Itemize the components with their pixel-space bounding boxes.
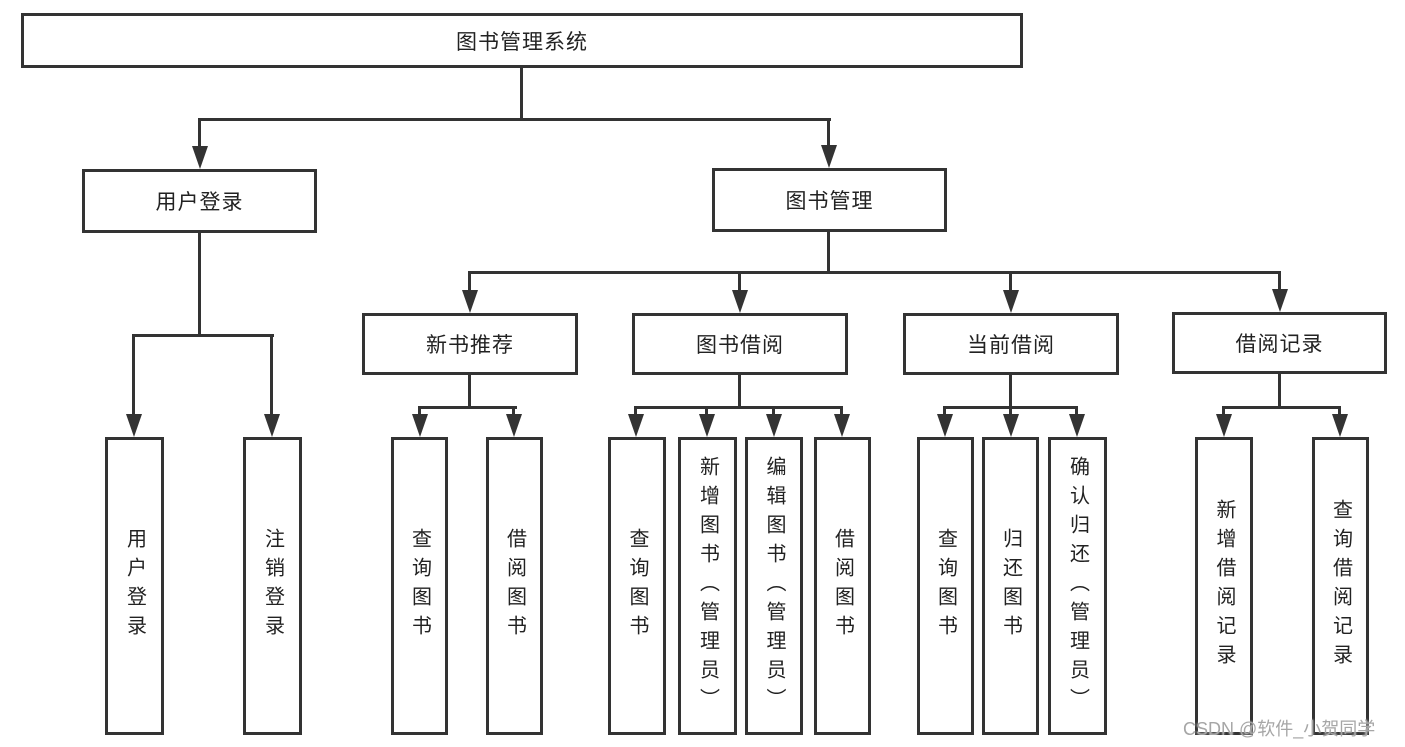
node-label: 查询图书 [934,528,957,644]
connector-current-borrow-trunk [1009,374,1012,408]
connector-book-management-crossbar [468,271,1281,274]
node-label: 查询图书 [408,528,431,644]
leaf-borrow-borrow-book: 借阅图书 [814,437,871,735]
arrow-head-borrow-records [1272,289,1288,312]
arrow-head-return-book [1003,414,1019,437]
node-label: 图书管理 [785,190,874,213]
connector-book-management-trunk [827,231,830,273]
watermark-text: CSDN @软件_小贺同学 [1183,719,1376,739]
arrow-shaft-book-management [827,118,830,145]
arrow-shaft-current-borrow [1009,271,1012,290]
leaf-current-query-book: 查询图书 [917,437,974,735]
node-current-borrowing: 当前借阅 [903,313,1119,375]
arrow-shaft-new-book-rec [468,271,471,290]
node-label: 新增图书（管理员） [696,455,719,717]
arrow-head-book-management [821,145,837,168]
leaf-borrow-query-book: 查询图书 [608,437,666,735]
arrow-shaft-return-book [1009,406,1012,414]
connector-book-borrow-crossbar [634,406,843,409]
arrow-shaft-rec-borrow-book [512,406,515,414]
node-label: 图书借阅 [696,334,784,357]
leaf-rec-query-book: 查询图书 [391,437,448,735]
node-label: 图书管理系统 [456,30,588,54]
arrow-shaft-add-book [705,406,708,414]
node-book-management: 图书管理 [712,168,947,232]
connector-user-login-crossbar [132,334,274,337]
arrow-head-query-record [1332,414,1348,437]
arrow-shaft-leaf-user-login [132,334,135,414]
connector-root-trunk [520,68,523,120]
leaf-add-borrow-record: 新增借阅记录 [1195,437,1253,735]
arrow-head-current-borrow [1003,290,1019,313]
node-label: 编辑图书（管理员） [763,455,785,717]
arrow-shaft-user-login [198,118,201,146]
node-label: 查询图书 [626,528,648,644]
connector-new-book-rec-trunk [468,374,471,408]
node-label: 用户登录 [123,528,146,644]
leaf-return-book: 归还图书 [982,437,1039,735]
arrow-shaft-book-borrow [738,271,741,290]
leaf-confirm-return-admin: 确认归还（管理员） [1048,437,1107,735]
arrow-shaft-borrow-query-book [634,406,637,414]
connector-borrow-records-crossbar [1222,406,1341,409]
leaf-user-login: 用户登录 [105,437,164,735]
arrow-shaft-edit-book [772,406,775,414]
arrow-head-confirm-return [1069,414,1085,437]
node-library-management-system: 图书管理系统 [21,13,1023,68]
arrow-head-rec-borrow-book [506,414,522,437]
node-label: 借阅图书 [503,528,526,644]
node-label: 查询借阅记录 [1329,499,1352,673]
node-user-login: 用户登录 [82,169,317,233]
node-label: 新书推荐 [426,334,514,357]
arrow-head-rec-query-book [412,414,428,437]
arrow-head-new-book-rec [462,290,478,313]
node-new-book-recommend: 新书推荐 [362,313,578,375]
node-label: 当前借阅 [967,334,1055,357]
arrow-head-current-query-book [937,414,953,437]
leaf-rec-borrow-book: 借阅图书 [486,437,543,735]
arrow-shaft-leaf-logout [270,334,273,414]
arrow-head-add-book [699,414,715,437]
arrow-shaft-confirm-return [1075,406,1078,414]
connector-user-login-trunk [198,232,201,336]
node-label: 借阅记录 [1235,333,1324,356]
node-label: 借阅图书 [831,528,854,644]
arrow-shaft-add-record [1222,406,1225,414]
connector-new-book-rec-crossbar [418,406,517,409]
arrow-shaft-rec-query-book [418,406,421,414]
arrow-head-leaf-logout [264,414,280,437]
arrow-head-leaf-user-login [126,414,142,437]
node-label: 新增借阅记录 [1213,499,1235,673]
arrow-head-borrow-query-book [628,414,644,437]
node-book-borrowing: 图书借阅 [632,313,848,375]
arrow-head-edit-book [766,414,782,437]
node-label: 用户登录 [155,191,244,214]
leaf-query-borrow-record: 查询借阅记录 [1312,437,1369,735]
node-label: 归还图书 [999,528,1022,644]
arrow-shaft-borrow-records [1278,271,1281,289]
node-label: 确认归还（管理员） [1066,455,1089,717]
leaf-edit-book-admin: 编辑图书（管理员） [745,437,803,735]
arrow-head-book-borrow [732,290,748,313]
connector-borrow-records-trunk [1278,373,1281,408]
arrow-shaft-borrow-borrow-book [840,406,843,414]
leaf-logout: 注销登录 [243,437,302,735]
leaf-add-book-admin: 新增图书（管理员） [678,437,737,735]
connector-root-crossbar [198,118,831,121]
node-borrowing-records: 借阅记录 [1172,312,1387,374]
connector-book-borrow-trunk [738,374,741,408]
node-label: 注销登录 [261,528,284,644]
arrow-shaft-query-record [1338,406,1341,414]
arrow-head-borrow-borrow-book [834,414,850,437]
arrow-shaft-current-query-book [943,406,946,414]
arrow-head-user-login [192,146,208,169]
arrow-head-add-record [1216,414,1232,437]
